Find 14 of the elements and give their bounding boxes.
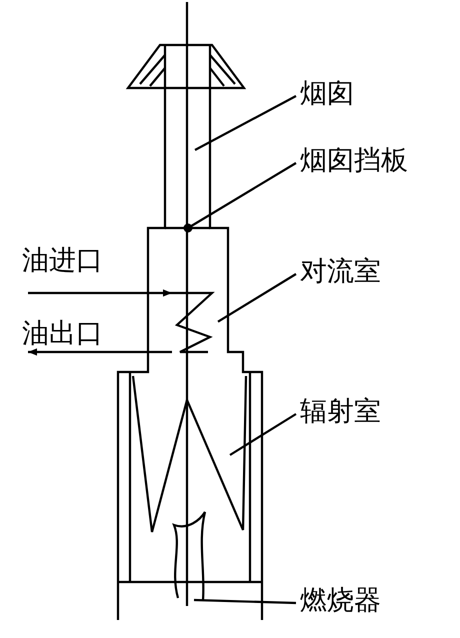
label-text: 对流室 [300,256,381,288]
flow-arrow [28,348,172,356]
leader-line [194,598,296,604]
label-text: 烟囱挡板 [300,145,408,177]
flow-arrow [28,289,172,297]
leader-line [217,273,297,323]
label-text: 烟囱 [300,78,354,110]
label-text: 辐射室 [300,396,381,428]
label-text: 油出口 [22,318,103,350]
leader-line [229,413,297,456]
leader-line [194,95,297,151]
label-text: 燃烧器 [300,585,381,617]
label-text: 油进口 [22,245,103,277]
leader-line [184,162,297,232]
